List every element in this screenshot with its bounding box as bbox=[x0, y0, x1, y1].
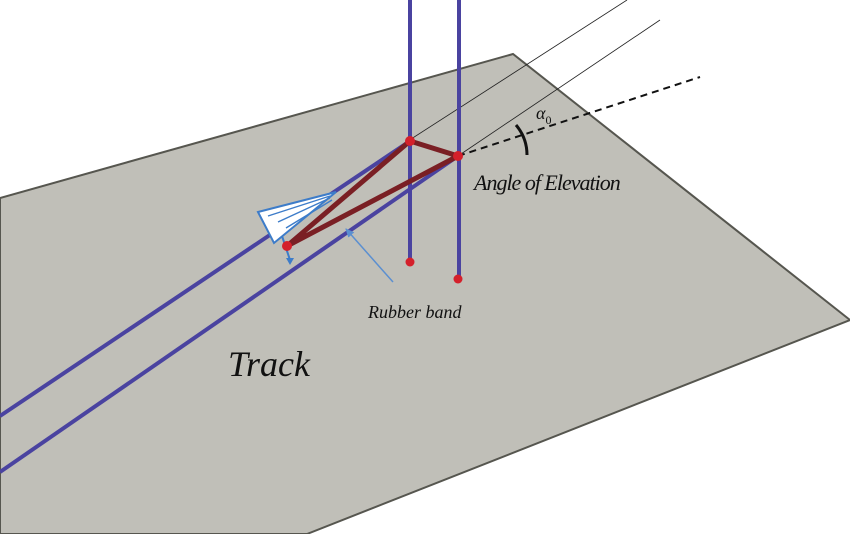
guide-line-lower bbox=[457, 19, 661, 157]
projectile-glider bbox=[256, 191, 337, 265]
reference-dashed-line bbox=[457, 76, 701, 157]
joint-top-left bbox=[405, 136, 415, 146]
elevation-angle-arc bbox=[514, 124, 529, 156]
joint-post-base-left bbox=[405, 257, 415, 267]
rail-lower bbox=[0, 154, 460, 474]
joint-top-right bbox=[453, 151, 463, 161]
rail-upper bbox=[0, 139, 412, 418]
rubber-band-pointer-arrow bbox=[345, 228, 394, 283]
angle-of-elevation-label: Angle of Elevation bbox=[472, 170, 621, 195]
track-plane bbox=[0, 52, 850, 534]
rubber-band bbox=[284, 138, 461, 249]
joint-post-base-right bbox=[453, 274, 463, 284]
track-label: Track bbox=[228, 344, 311, 384]
angle-symbol-label: α0 bbox=[536, 103, 551, 127]
joint-band-tip bbox=[282, 241, 292, 251]
guide-line-upper bbox=[407, 0, 628, 142]
rubber-band-label: Rubber band bbox=[367, 302, 462, 322]
